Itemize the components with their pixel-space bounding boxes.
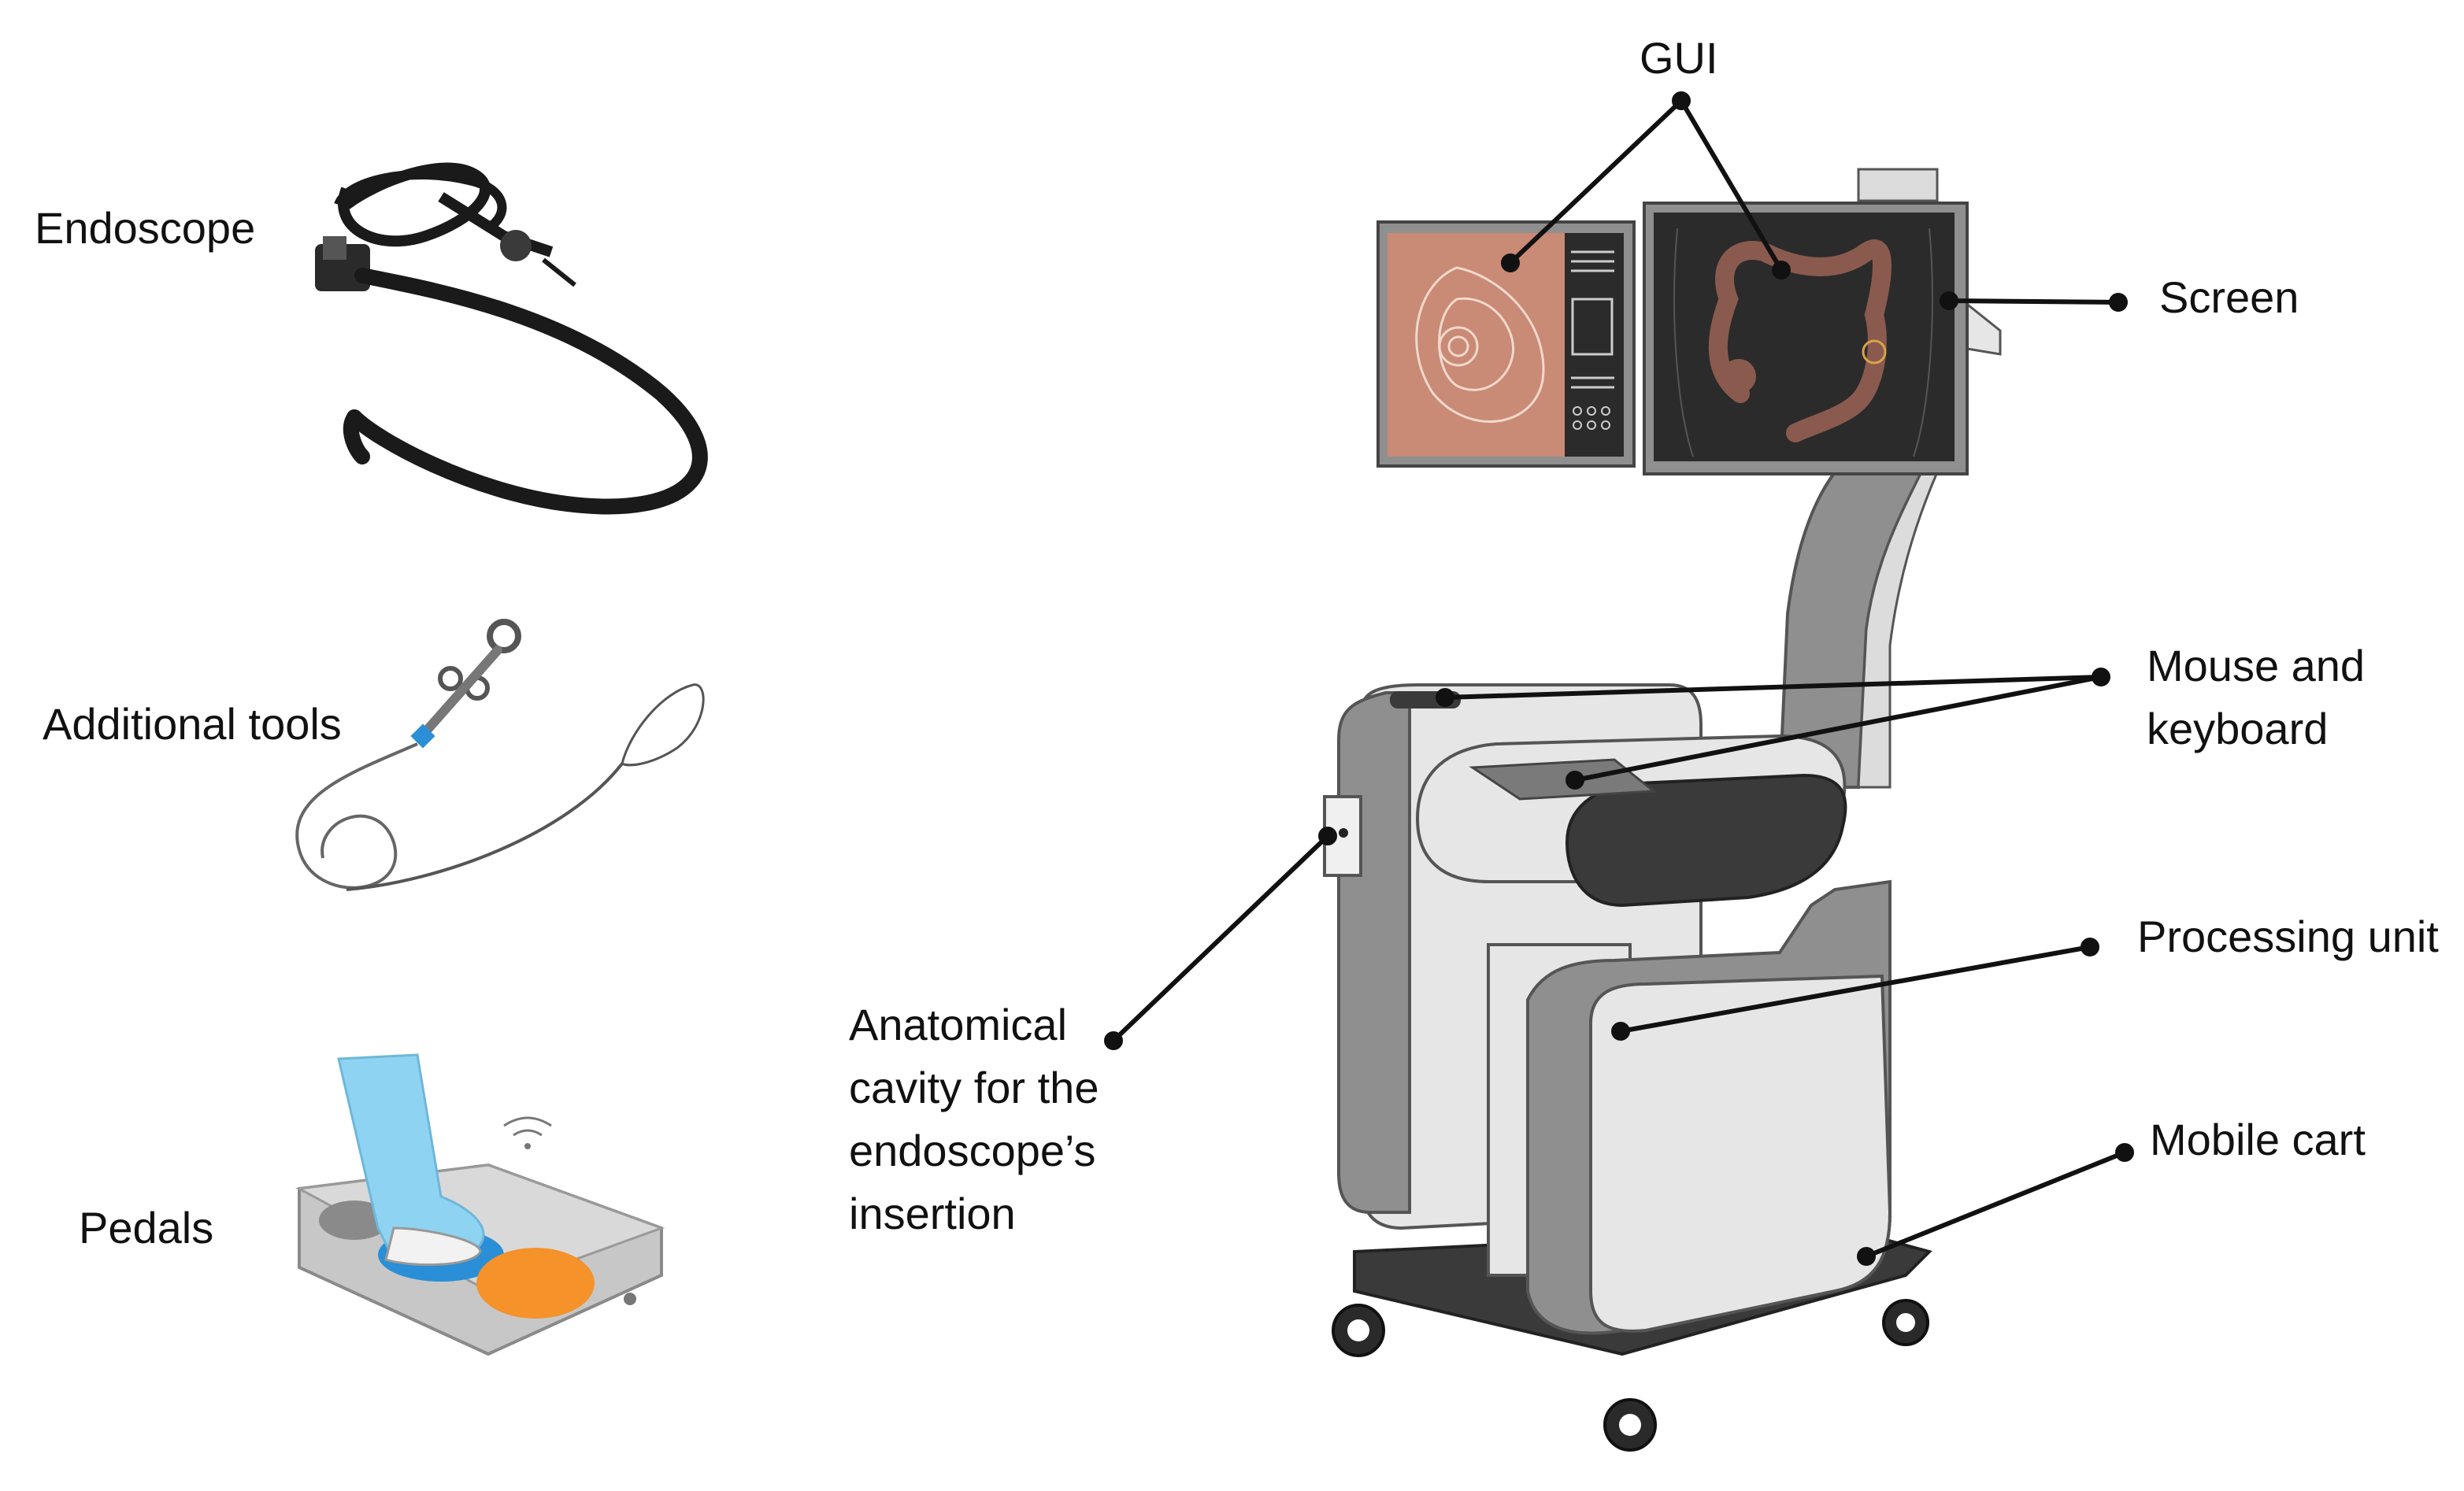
screen-label: Screen: [2159, 272, 2299, 322]
screen-illustration: [1377, 168, 2002, 475]
additional-tools-illustration: [295, 619, 705, 891]
processing-unit-illustration: [1323, 471, 1940, 1335]
keyboard-callout-point: [1565, 771, 1584, 790]
endoscope-illustration: [315, 162, 708, 515]
anatomical-cavity-callout-point: [1104, 1031, 1123, 1050]
anatomical-cavity-label: Anatomical cavity for the endoscope’s in…: [849, 993, 1099, 1245]
processing-unit-label: Processing unit: [2137, 912, 2439, 961]
pedals-label: Pedals: [79, 1203, 214, 1252]
processing-unit-callout-point: [1611, 1022, 1630, 1041]
anatomical-cavity-line-2: cavity for the: [849, 1063, 1099, 1112]
callout-lines: [1104, 91, 2134, 1266]
gui-label: GUI: [1640, 33, 1718, 83]
mouse-and-keyboard-line-1: Mouse and: [2147, 641, 2366, 690]
anatomical-cavity-line-4: insertion: [849, 1189, 1016, 1238]
anatomical-cavity-line-1: Anatomical: [849, 1000, 1068, 1049]
mouse-and-keyboard-line-2: keyboard: [2147, 704, 2329, 753]
mouse-callout-point: [1436, 688, 1454, 707]
screen-callout-point: [1940, 291, 1958, 310]
mouse-and-keyboard-label: Mouse and keyboard: [2147, 635, 2365, 760]
pedals-illustration: [295, 1053, 665, 1356]
mobile-cart-label: Mobile cart: [2150, 1115, 2366, 1164]
mobile-cart-callout-point: [1857, 1247, 1876, 1266]
additional-tools-label: Additional tools: [43, 699, 342, 749]
gui-callout-point: [1672, 91, 1691, 110]
anatomical-cavity-line-3: endoscope’s: [849, 1126, 1096, 1175]
endoscope-label: Endoscope: [35, 203, 256, 253]
